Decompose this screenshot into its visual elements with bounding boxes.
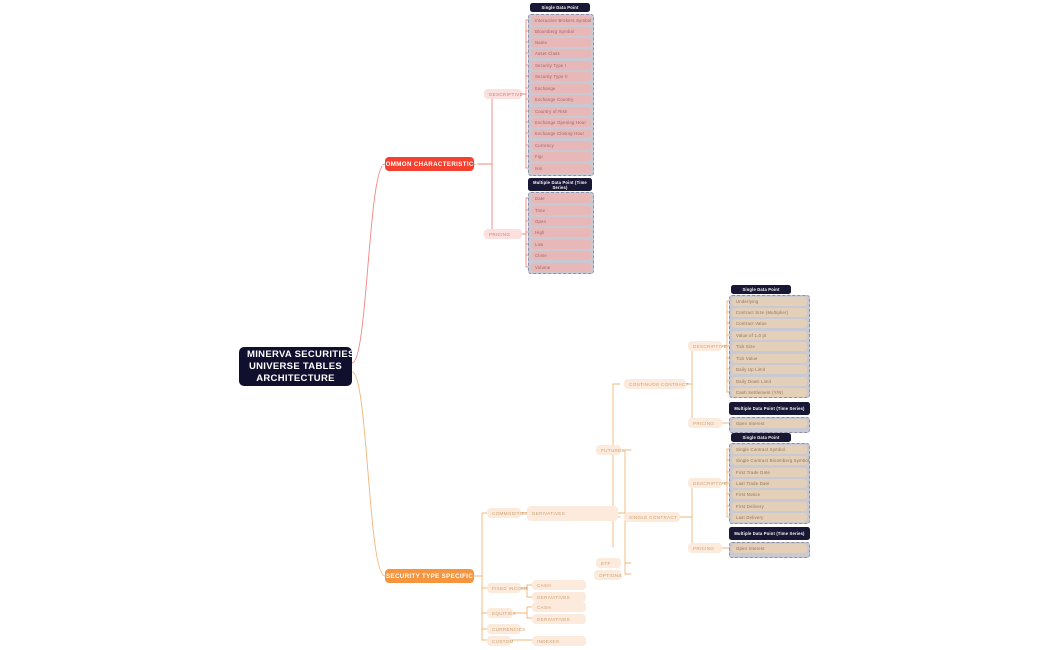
badge-common-pricing-title: Multiple Data Point (Time Series) bbox=[528, 178, 592, 191]
node-common-pricing-label: PRICING bbox=[489, 231, 511, 237]
chip-common-pricing-1[interactable]: Time bbox=[531, 206, 591, 215]
root-title-line3: ARCHITECTURE bbox=[256, 372, 335, 384]
chip-continuous-descriptive-4[interactable]: Tick Size bbox=[732, 342, 807, 351]
chip-common-descriptive-1[interactable]: Bloomberg Symbol bbox=[531, 27, 591, 36]
chip-single-descriptive-6[interactable]: Last Delivery bbox=[732, 513, 807, 522]
chip-continuous-descriptive-6[interactable]: Daily Up Limit bbox=[732, 365, 807, 374]
node-futures[interactable]: FUTURES bbox=[596, 445, 624, 455]
node-options-label: OPTIONS bbox=[599, 572, 622, 578]
chip-single-descriptive-5[interactable]: First Delivery bbox=[732, 502, 807, 511]
node-continuous-pricing-label: PRICING bbox=[693, 420, 715, 426]
node-fixed-income[interactable]: FIXED INCOME bbox=[487, 583, 528, 593]
node-fixed-income-label: FIXED INCOME bbox=[492, 585, 529, 591]
node-single-pricing-label: PRICING bbox=[693, 545, 715, 551]
chip-continuous-pricing-0[interactable]: Open Interest bbox=[732, 419, 807, 428]
chip-common-descriptive-6[interactable]: Exchange bbox=[531, 84, 591, 93]
node-fixed-income-cash[interactable]: CASH bbox=[532, 580, 586, 590]
node-equities-cash-label: CASH bbox=[537, 604, 551, 610]
node-fixed-income-derivatives-label: DERIVATIVES bbox=[537, 594, 570, 600]
node-equities-derivatives-label: DERIVATIVES bbox=[537, 616, 570, 622]
chip-continuous-descriptive-8[interactable]: Cash Settlement (Y/N) bbox=[732, 388, 807, 397]
chip-continuous-descriptive-5[interactable]: Tick Value bbox=[732, 354, 807, 363]
node-equities-cash[interactable]: CASH bbox=[532, 602, 586, 612]
node-continuous-descriptive[interactable]: DESCRIPTIVE bbox=[688, 341, 727, 351]
chip-continuous-descriptive-7[interactable]: Daily Down Limit bbox=[732, 377, 807, 386]
chip-common-descriptive-10[interactable]: Exchange Closing Hour bbox=[531, 129, 591, 138]
root-title-line2: UNIVERSE TABLES bbox=[248, 360, 342, 372]
node-etf[interactable]: ETF bbox=[596, 558, 621, 568]
chip-common-descriptive-8[interactable]: Country of Risk bbox=[531, 107, 591, 116]
node-commodities[interactable]: COMMODITIES bbox=[487, 508, 528, 518]
chip-common-descriptive-0[interactable]: Interactive Brokers Symbol bbox=[531, 16, 591, 25]
node-continuous-contract[interactable]: CONTINUOS CONTRACT bbox=[624, 379, 689, 389]
node-continuous-descriptive-label: DESCRIPTIVE bbox=[693, 343, 727, 349]
chip-common-descriptive-4[interactable]: Security Type I bbox=[531, 61, 591, 70]
badge-continuous-descriptive-title: Single Data Point bbox=[731, 285, 791, 294]
chip-single-descriptive-1[interactable]: Single Contract Bloomberg Symbol bbox=[732, 456, 809, 465]
category-common-characteristics-label: COMMON CHARACTERISTICS bbox=[380, 160, 479, 168]
node-options[interactable]: OPTIONS bbox=[594, 570, 622, 580]
node-currencies-label: CURRENCIES bbox=[492, 626, 526, 632]
category-security-type-specific-label: SECURITY TYPE SPECIFIC bbox=[386, 572, 474, 580]
category-common-characteristics[interactable]: COMMON CHARACTERISTICS bbox=[381, 157, 478, 171]
node-equities-derivatives[interactable]: DERIVATIVES bbox=[532, 614, 586, 624]
chip-single-pricing-0[interactable]: Open Interest bbox=[732, 544, 807, 553]
badge-common-descriptive-title: Single Data Point bbox=[530, 3, 590, 12]
node-single-contract-label: SINGLE CONTRACT bbox=[629, 514, 678, 520]
chip-common-descriptive-7[interactable]: Exchange Country bbox=[531, 95, 591, 104]
chip-common-pricing-2[interactable]: Open bbox=[531, 217, 591, 226]
chip-common-descriptive-11[interactable]: Currency bbox=[531, 141, 591, 150]
chip-single-descriptive-3[interactable]: Last Trade Date bbox=[732, 479, 807, 488]
root-title-line1: MINERVA SECURITIES bbox=[247, 348, 355, 360]
chip-single-descriptive-4[interactable]: First Notice bbox=[732, 490, 807, 499]
badge-continuous-pricing-title: Multiple Data Point (Time Series) bbox=[729, 402, 810, 415]
chip-continuous-descriptive-3[interactable]: Value of 1.0 pt bbox=[732, 331, 807, 340]
chip-common-descriptive-9[interactable]: Exchange Opening Hour bbox=[531, 118, 591, 127]
node-custom-label: CUSTOM bbox=[492, 638, 514, 644]
chip-common-pricing-0[interactable]: Date bbox=[531, 194, 591, 203]
node-fixed-income-derivatives[interactable]: DERIVATIVES bbox=[532, 592, 586, 602]
chip-common-pricing-6[interactable]: Volume bbox=[531, 263, 591, 272]
node-single-descriptive-label: DESCRIPTIVE bbox=[693, 480, 727, 486]
node-single-pricing[interactable]: PRICING bbox=[688, 543, 722, 553]
node-common-descriptive[interactable]: DESCRIPTIVE bbox=[484, 89, 523, 99]
node-continuous-contract-label: CONTINUOS CONTRACT bbox=[629, 381, 689, 387]
node-futures-label: FUTURES bbox=[601, 447, 625, 453]
chip-common-descriptive-13[interactable]: Isin bbox=[531, 164, 591, 173]
chip-common-pricing-4[interactable]: Low bbox=[531, 240, 591, 249]
chip-common-descriptive-12[interactable]: Figi bbox=[531, 152, 591, 161]
node-commodities-label: COMMODITIES bbox=[492, 510, 529, 516]
chip-continuous-descriptive-0[interactable]: Underlying bbox=[732, 297, 807, 306]
node-equities[interactable]: EQUITIES bbox=[487, 608, 516, 618]
chip-common-pricing-5[interactable]: Close bbox=[531, 251, 591, 260]
chip-continuous-descriptive-1[interactable]: Contract Size (Multiplier) bbox=[732, 308, 807, 317]
chip-common-descriptive-2[interactable]: Name bbox=[531, 38, 591, 47]
node-fixed-income-cash-label: CASH bbox=[537, 582, 551, 588]
chip-single-descriptive-0[interactable]: Single Contract Symbol bbox=[732, 445, 807, 454]
node-custom[interactable]: CUSTOM bbox=[487, 636, 514, 646]
chip-continuous-descriptive-2[interactable]: Contract Value bbox=[732, 319, 807, 328]
node-equities-label: EQUITIES bbox=[492, 610, 516, 616]
node-continuous-pricing[interactable]: PRICING bbox=[688, 418, 722, 428]
node-commodities-derivatives-label: DERIVATIVES bbox=[532, 511, 565, 516]
chip-common-descriptive-5[interactable]: Security Type II bbox=[531, 72, 591, 81]
node-single-contract[interactable]: SINGLE CONTRACT bbox=[624, 512, 680, 522]
node-currencies[interactable]: CURRENCIES bbox=[487, 624, 525, 634]
node-single-descriptive[interactable]: DESCRIPTIVE bbox=[688, 478, 727, 488]
badge-single-pricing-title: Multiple Data Point (Time Series) bbox=[729, 527, 810, 540]
node-commodities-derivatives[interactable]: DERIVATIVES bbox=[527, 506, 618, 521]
chip-common-pricing-3[interactable]: High bbox=[531, 228, 591, 237]
node-common-pricing[interactable]: PRICING bbox=[484, 229, 522, 239]
chip-common-descriptive-3[interactable]: Asset Class bbox=[531, 49, 591, 58]
node-etf-label: ETF bbox=[601, 560, 611, 566]
node-common-descriptive-label: DESCRIPTIVE bbox=[489, 91, 523, 97]
node-indexes[interactable]: INDEXES bbox=[532, 636, 586, 646]
category-security-type-specific[interactable]: SECURITY TYPE SPECIFIC bbox=[385, 569, 474, 583]
node-indexes-label: INDEXES bbox=[537, 638, 560, 644]
chip-single-descriptive-2[interactable]: First Trade Date bbox=[732, 468, 807, 477]
badge-single-descriptive-title: Single Data Point bbox=[731, 433, 791, 442]
root-node[interactable]: MINERVA SECURITIES UNIVERSE TABLES ARCHI… bbox=[239, 347, 355, 386]
